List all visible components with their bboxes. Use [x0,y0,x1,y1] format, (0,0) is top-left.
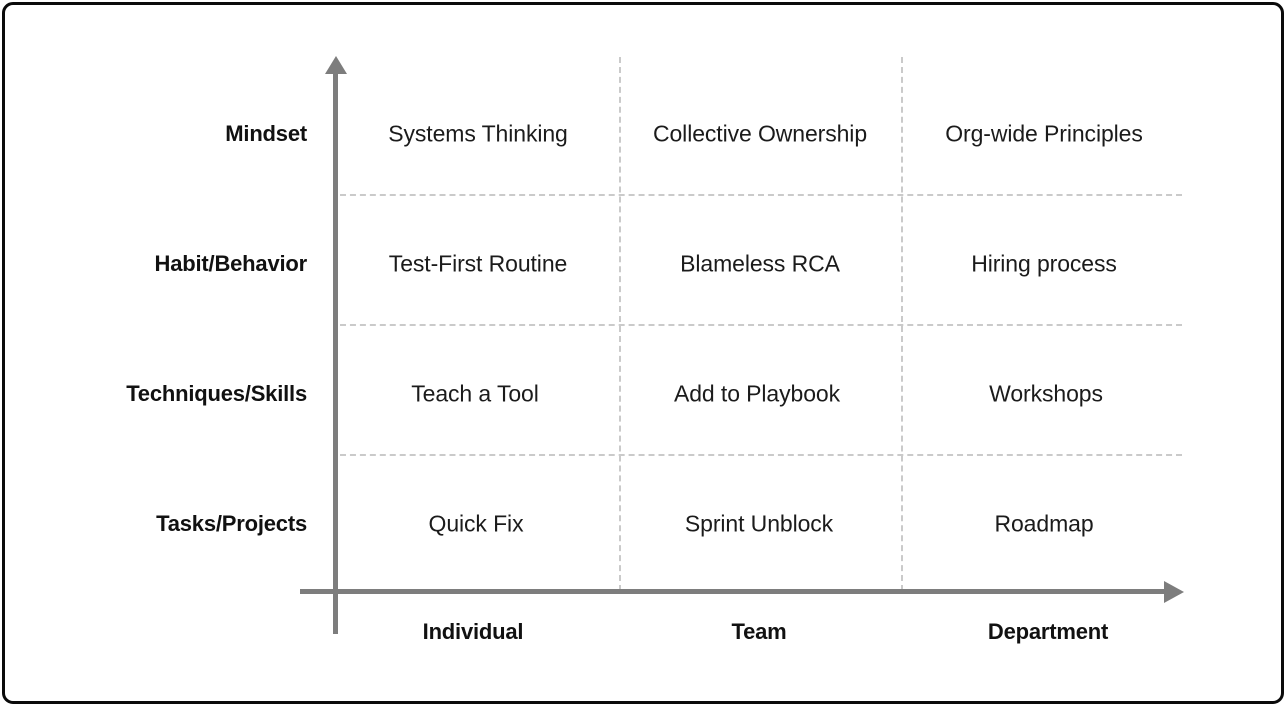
y-axis-label-techniques-skills: Techniques/Skills [126,381,307,406]
cell-habit-behavior-department: Hiring process [971,250,1117,277]
grid-line-horizontal-2 [340,324,1182,326]
y-axis-arrow-icon [325,56,347,74]
y-axis-label-mindset: Mindset [225,121,307,146]
cell-techniques-skills-department: Workshops [989,380,1103,407]
y-axis-label-habit-behavior: Habit/Behavior [154,251,308,276]
x-axis-label-individual: Individual [422,619,524,644]
cell-techniques-skills-team: Add to Playbook [673,380,841,407]
x-axis-arrow-icon [1164,581,1184,603]
y-axis-line [333,72,338,634]
x-axis-label-department: Department [987,619,1109,644]
cell-habit-behavior-team: Blameless RCA [680,250,840,277]
cell-techniques-skills-individual: Teach a Tool [411,380,539,407]
cell-mindset-team: Collective Ownership [652,120,868,147]
cell-tasks-projects-department: Roadmap [994,510,1094,537]
cell-mindset-department: Org-wide Principles [945,120,1143,147]
x-axis-label-team: Team [731,619,787,644]
cell-mindset-individual: Systems Thinking [388,120,568,147]
grid-line-horizontal-1 [340,194,1182,196]
y-axis-label-tasks-projects: Tasks/Projects [156,511,307,536]
grid-line-horizontal-3 [340,454,1182,456]
x-axis-line [300,589,1166,594]
cell-tasks-projects-individual: Quick Fix [428,510,524,537]
cell-tasks-projects-team: Sprint Unblock [684,510,834,537]
cell-habit-behavior-individual: Test-First Routine [388,250,568,277]
